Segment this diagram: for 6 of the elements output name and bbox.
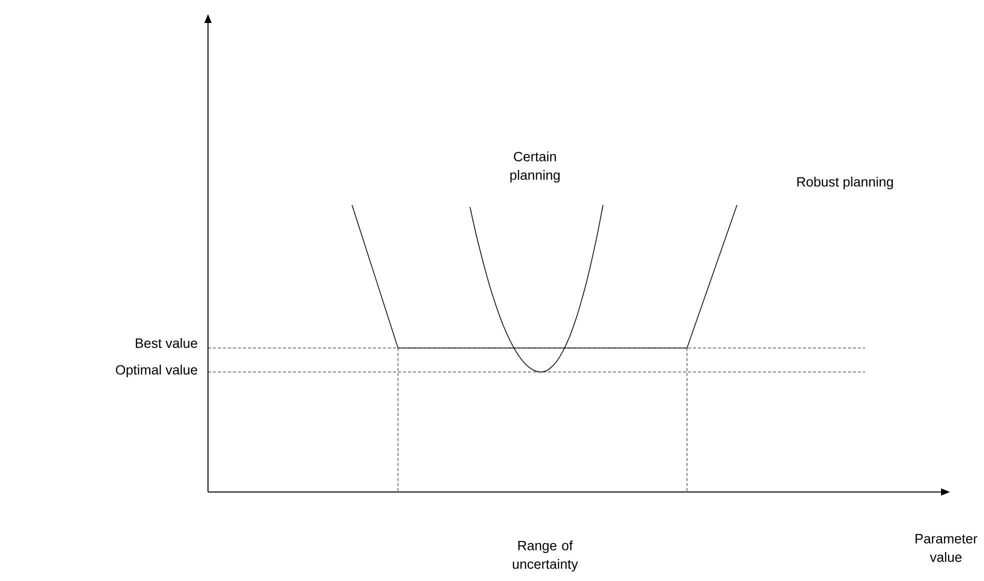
axis-label: Parameter value <box>916 534 978 562</box>
value-label: Best value <box>136 338 198 348</box>
value-label: Optimal value <box>116 364 198 378</box>
axis-label: Range of uncertainty <box>512 540 578 572</box>
curve-label: Certain planning <box>510 151 560 183</box>
curve-label: Robust planning <box>797 176 893 190</box>
